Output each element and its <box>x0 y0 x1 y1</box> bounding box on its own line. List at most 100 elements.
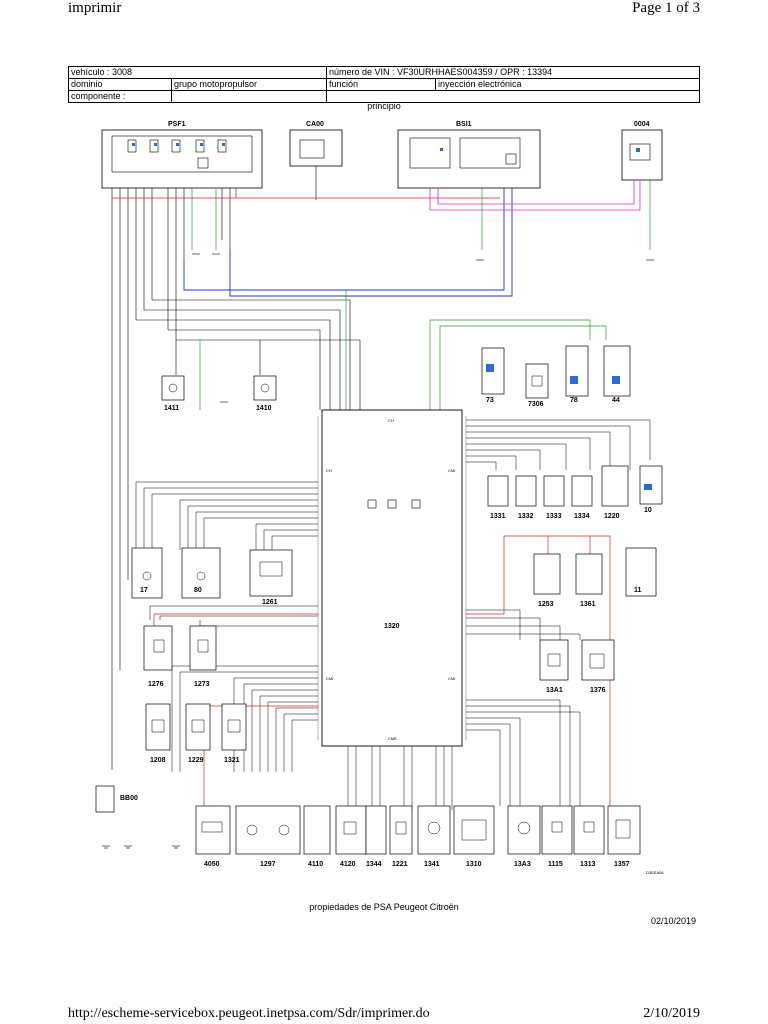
vin-cell: número de VIN : VF30URHHAES004359 / OPR … <box>326 66 700 79</box>
comp-13a3 <box>507 805 541 855</box>
label-1357: 1357 <box>614 861 630 868</box>
comp-1344 <box>365 805 387 855</box>
label-ca00: CA00 <box>306 121 324 128</box>
label-44: 44 <box>612 397 620 404</box>
component-label: componente : <box>68 90 172 103</box>
page-number: Page 1 of 3 <box>632 0 700 16</box>
label-1229: 1229 <box>188 757 204 764</box>
label-ref: D3EEA06 <box>646 870 664 875</box>
label-11: 11 <box>634 587 642 594</box>
label-1276: 1276 <box>148 681 164 688</box>
label-13a3: 13A3 <box>514 861 531 868</box>
label-1253: 1253 <box>538 601 554 608</box>
bsi1-box <box>397 129 541 189</box>
label-1376: 1376 <box>590 687 606 694</box>
label-7306: 7306 <box>528 401 544 408</box>
comp-1273 <box>189 625 217 671</box>
label-1310: 1310 <box>466 861 482 868</box>
label-4120: 4120 <box>340 861 356 868</box>
comp-1411 <box>161 375 185 401</box>
label-13a1: 13A1 <box>546 687 563 694</box>
print-title: imprimir <box>68 0 122 16</box>
comp-7306 <box>525 363 549 399</box>
label-1361: 1361 <box>580 601 596 608</box>
comp-0004-box <box>621 129 663 181</box>
comp-1253 <box>533 553 561 595</box>
label-4110: 4110 <box>308 861 323 868</box>
label-bb00: BB00 <box>120 795 138 802</box>
label-1344: 1344 <box>366 861 382 868</box>
comp-1361 <box>575 553 603 595</box>
comp-1115 <box>541 805 573 855</box>
label-78: 78 <box>570 397 578 404</box>
svg-text:CH: CH <box>388 418 394 423</box>
comp-1229 <box>185 703 211 751</box>
comp-1313 <box>573 805 605 855</box>
comp-4050 <box>195 805 231 855</box>
comp-78 <box>565 345 589 397</box>
label-bsi1: BSI1 <box>456 121 472 128</box>
wiring-diagram: PSF1 CA00 BSI1 0004 <box>95 121 664 875</box>
comp-1376 <box>581 639 615 681</box>
label-1313: 1313 <box>580 861 596 868</box>
label-1297: 1297 <box>260 861 276 868</box>
component-boxes <box>95 345 663 855</box>
comp-1334 <box>571 475 593 507</box>
comp-bb00 <box>95 785 115 813</box>
label-1115: 1115 <box>548 861 563 868</box>
label-1331: 1331 <box>490 513 506 520</box>
comp-80 <box>181 547 221 599</box>
ca00-box <box>289 129 343 167</box>
comp-1310 <box>453 805 495 855</box>
vehicle-cell: vehículo : 3008 <box>68 66 327 79</box>
comp-1331 <box>487 475 509 507</box>
comp-1410 <box>253 375 277 401</box>
owner-note: propiedades de PSA Peugeot Citroën <box>309 902 459 912</box>
svg-text:CMI: CMI <box>326 676 333 681</box>
info-table: vehículo : 3008 número de VIN : VF30URHH… <box>68 66 700 103</box>
psf1-box <box>101 129 263 189</box>
label-10: 10 <box>644 507 652 514</box>
comp-1221 <box>389 805 413 855</box>
label-1411: 1411 <box>164 405 179 412</box>
function-value: inyección electrónica <box>435 78 700 91</box>
comp-1341 <box>417 805 451 855</box>
label-1321: 1321 <box>224 757 240 764</box>
svg-text:CMI: CMI <box>448 468 455 473</box>
label-1261: 1261 <box>262 599 278 606</box>
comp-1333 <box>543 475 565 507</box>
label-1208: 1208 <box>150 757 166 764</box>
label-1332: 1332 <box>518 513 534 520</box>
comp-44 <box>603 345 631 397</box>
comp-1321 <box>221 703 247 751</box>
label-1333: 1333 <box>546 513 562 520</box>
label-1334: 1334 <box>574 513 590 520</box>
label-1341: 1341 <box>424 861 440 868</box>
label-17: 17 <box>140 587 148 594</box>
domain-value: grupo motopropulsor <box>171 78 327 91</box>
ecu-1320-box <box>321 409 463 747</box>
label-ecu: 1320 <box>384 623 400 630</box>
comp-1220 <box>601 465 629 507</box>
label-1220: 1220 <box>604 513 620 520</box>
document-date: 02/10/2019 <box>650 916 696 926</box>
label-1410: 1410 <box>256 405 272 412</box>
footer-print-date: 2/10/2019 <box>643 1006 700 1021</box>
footer-url[interactable]: http://escheme-servicebox.peugeot.inetps… <box>68 1006 430 1021</box>
diagram-subtitle: principio <box>367 101 401 111</box>
comp-17 <box>131 547 163 599</box>
function-label: función <box>326 78 436 91</box>
comp-1276 <box>143 625 173 671</box>
comp-4110 <box>303 805 331 855</box>
label-4050: 4050 <box>204 861 220 868</box>
comp-13a1 <box>539 639 569 681</box>
svg-text:CME: CME <box>388 736 397 741</box>
svg-text:CMI: CMI <box>448 676 455 681</box>
comp-1261 <box>249 549 293 597</box>
comp-11 <box>625 547 657 597</box>
label-80: 80 <box>194 587 202 594</box>
comp-1357 <box>607 805 641 855</box>
label-1273: 1273 <box>194 681 210 688</box>
label-psf1: PSF1 <box>168 121 186 128</box>
label-1221: 1221 <box>392 861 408 868</box>
